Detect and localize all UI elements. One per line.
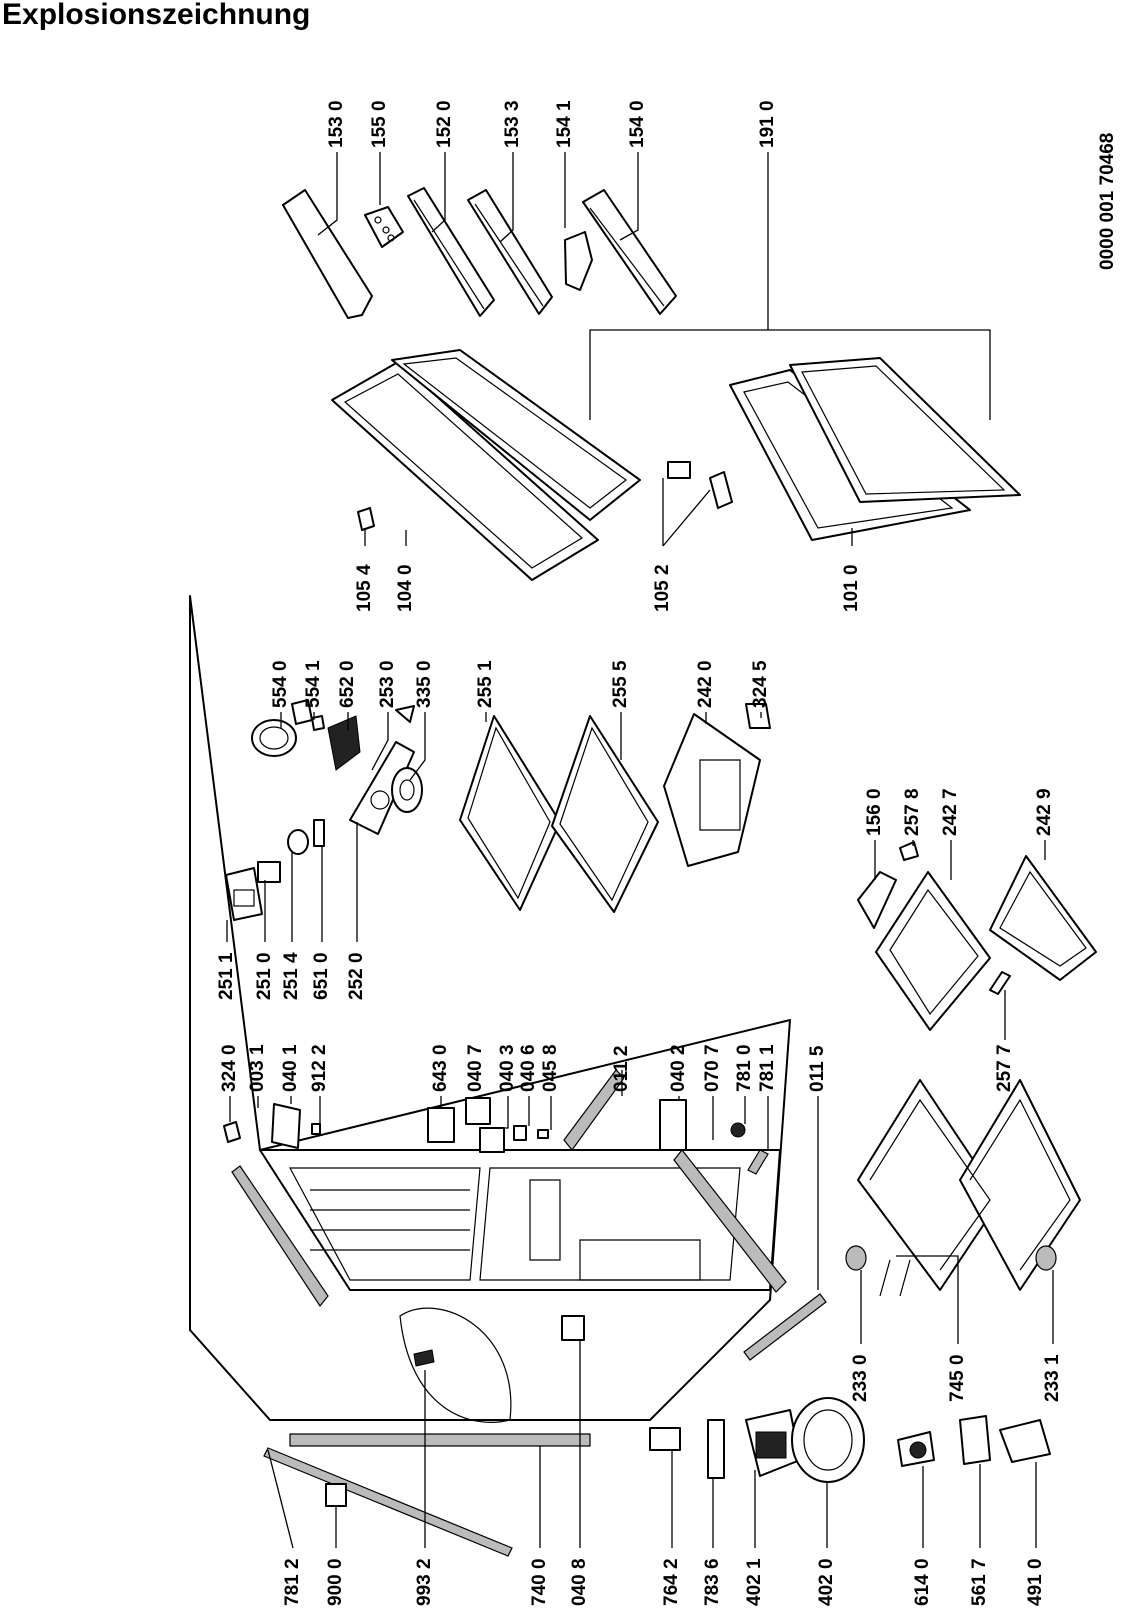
cabinet-body	[189, 595, 791, 1423]
part-number-label: 255 1	[475, 660, 496, 708]
leader-line	[317, 152, 338, 236]
thermostat-assembly	[225, 699, 423, 921]
part-number-label: 040 7	[465, 1044, 486, 1092]
part-number-label: 153 0	[326, 100, 347, 148]
part-number-label: 781 1	[757, 1044, 778, 1092]
part-number-label: 781 2	[282, 1558, 303, 1606]
part-number-label: 781 0	[734, 1044, 755, 1092]
cabinet-small-parts	[223, 1069, 827, 1361]
part-number-label: 040 1	[280, 1044, 301, 1092]
upper-door	[331, 349, 641, 581]
part-number-label: 152 0	[434, 100, 455, 148]
part-number-label: 324 0	[219, 1044, 240, 1092]
part-number-label: 402 1	[744, 1558, 765, 1606]
part-number-label: 561 7	[969, 1558, 990, 1606]
part-number-label: 900 0	[325, 1558, 346, 1606]
drawing-number: 0000 001 70468	[1097, 133, 1118, 270]
part-number-label: 156 0	[864, 788, 885, 836]
part-number-label: 101 0	[841, 564, 862, 612]
leader-line	[896, 1255, 959, 1344]
part-number-label: 491 0	[1025, 1558, 1046, 1606]
part-number-label: 251 4	[281, 952, 302, 1000]
part-number-label: 783 6	[702, 1558, 723, 1606]
leader-line	[267, 1449, 294, 1549]
part-number-label: 233 0	[850, 1354, 871, 1402]
part-number-label: 324 5	[750, 660, 771, 708]
part-number-label: 154 0	[627, 100, 648, 148]
bottom-components	[263, 1397, 1051, 1557]
part-number-label: 040 2	[668, 1044, 689, 1092]
part-number-label: 255 5	[610, 660, 631, 708]
part-number-label: 335 0	[414, 660, 435, 708]
lower-door	[729, 357, 1021, 541]
part-number-label: 154 1	[554, 100, 575, 148]
part-number-label: 104 0	[395, 564, 416, 612]
part-number-label: 011 2	[611, 1046, 632, 1093]
leader-line	[619, 152, 639, 241]
part-number-label: 554 1	[303, 660, 324, 708]
leader-line	[662, 478, 711, 547]
part-number-label: 993 2	[414, 1558, 435, 1606]
part-number-label: 045 8	[540, 1044, 561, 1092]
part-number-label: 402 0	[816, 1558, 837, 1606]
leader-line	[371, 712, 389, 771]
glass-shelves	[459, 715, 659, 913]
part-number-label: 242 0	[695, 660, 716, 708]
part-number-label: 740 0	[529, 1558, 550, 1606]
part-number-label: 242 9	[1034, 788, 1055, 836]
part-number-label: 554 0	[270, 660, 291, 708]
part-number-label: 251 0	[254, 952, 275, 1000]
part-number-label: 105 2	[652, 564, 673, 612]
part-number-label: 191 0	[757, 100, 778, 148]
crisper-drawer	[663, 703, 771, 867]
hinge-parts	[357, 461, 733, 531]
leader-line	[499, 152, 514, 243]
part-number-label: 764 2	[661, 1558, 682, 1606]
part-number-label: 252 0	[346, 952, 367, 1000]
part-number-label: 257 7	[994, 1044, 1015, 1092]
leader-line	[409, 712, 426, 781]
part-number-label: 070 7	[702, 1044, 723, 1092]
part-number-label: 242 7	[940, 788, 961, 836]
part-number-label: 003 1	[247, 1044, 268, 1092]
part-number-label: 233 1	[1042, 1354, 1063, 1402]
door-balconies	[282, 187, 677, 319]
part-number-label: 652 0	[337, 660, 358, 708]
page-title: Explosionszeichnung	[2, 0, 311, 31]
part-number-label: 040 3	[497, 1044, 518, 1092]
part-number-label: 040 6	[518, 1044, 539, 1092]
part-number-label: 912 2	[309, 1044, 330, 1092]
part-number-label: 251 1	[216, 952, 237, 1000]
part-number-label: 155 0	[369, 100, 390, 148]
part-number-label: 643 0	[430, 1044, 451, 1092]
part-labels: 153 0 155 0 152 0 153 3 154 1 154 0 191 0 105 4…	[216, 100, 1063, 1606]
leader-line	[589, 152, 991, 420]
part-number-label: 651 0	[311, 952, 332, 1000]
freezer-baskets	[845, 841, 1097, 1297]
part-number-label: 253 0	[377, 660, 398, 708]
part-number-label: 040 8	[569, 1558, 590, 1606]
part-number-label: 153 3	[502, 100, 523, 148]
leader-line	[431, 152, 446, 233]
part-number-label: 745 0	[947, 1354, 968, 1402]
leader-line	[498, 1096, 509, 1129]
part-number-label: 105 4	[354, 564, 375, 612]
part-number-label: 257 8	[902, 788, 923, 836]
part-number-label: 614 0	[912, 1558, 933, 1606]
part-number-label: 011 5	[807, 1045, 828, 1092]
